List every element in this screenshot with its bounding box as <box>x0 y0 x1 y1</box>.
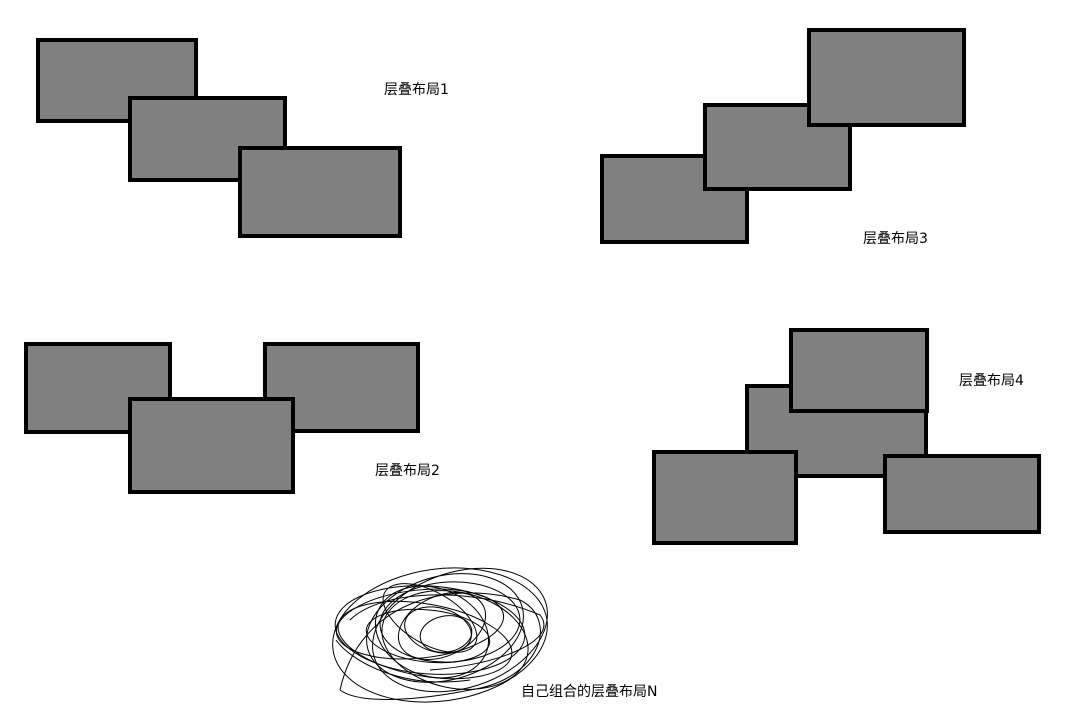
layout-4-box-top <box>789 328 929 413</box>
layout-2-box-center <box>128 397 295 494</box>
layout-n-label: 自己组合的层叠布局N <box>521 684 658 700</box>
layout-1-box-1 <box>36 38 198 123</box>
layout-2-label: 层叠布局2 <box>375 463 440 479</box>
layout-1-label: 层叠布局1 <box>384 82 449 98</box>
layout-1-box-3 <box>238 146 402 238</box>
layout-1-box-2 <box>128 96 287 182</box>
scribble-strokes <box>332 567 548 703</box>
layout-3-label: 层叠布局3 <box>863 231 928 247</box>
layout-4-label: 层叠布局4 <box>959 373 1024 389</box>
layout-4-box-left <box>652 450 798 545</box>
layout-3-box-3 <box>807 28 966 127</box>
layout-4-box-right <box>883 454 1041 534</box>
